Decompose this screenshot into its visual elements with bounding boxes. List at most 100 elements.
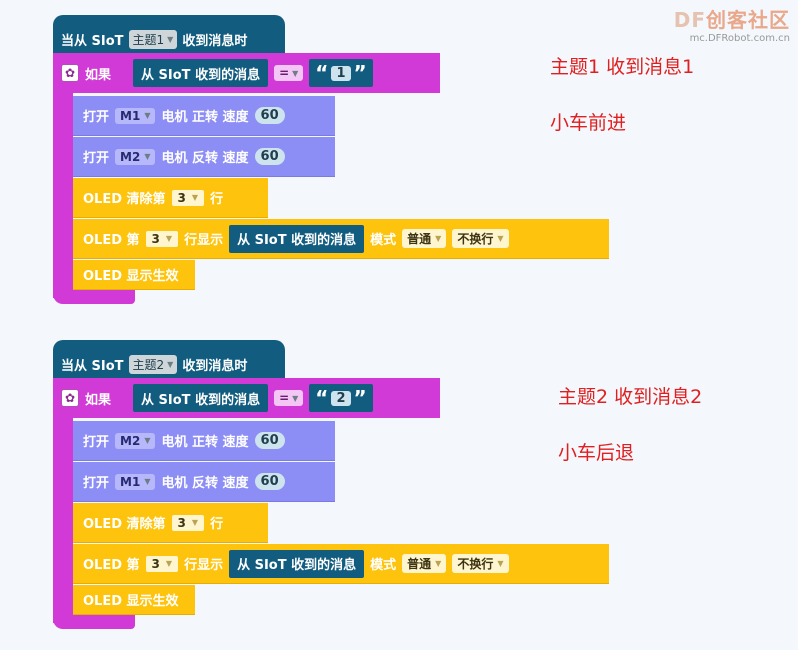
motor-desc: 电机 正转 速度 <box>161 435 249 450</box>
if-block-footer <box>53 288 135 304</box>
motor-block-2[interactable]: 打开 M1▼ 电机 反转 速度 60 <box>73 462 335 502</box>
logo-url: mc.DFRobot.com.cn <box>689 33 790 44</box>
speed-input[interactable]: 60 <box>254 107 285 124</box>
chevron-down-icon: ▼ <box>497 234 504 243</box>
gear-icon[interactable]: ✿ <box>61 64 79 82</box>
gear-icon[interactable]: ✿ <box>61 389 79 407</box>
mode-value: 普通 <box>407 232 432 246</box>
chevron-down-icon: ▼ <box>435 559 442 568</box>
if-label: 如果 <box>85 392 112 408</box>
logo-mark: DF <box>673 8 706 32</box>
annotation-topic: 主题1 收到消息1 <box>550 56 695 78</box>
operator-value: = <box>279 391 290 405</box>
string-block[interactable]: “ 1 ” <box>309 59 373 87</box>
if-block-body <box>53 53 73 298</box>
motor-open-label: 打开 <box>83 110 110 125</box>
line-value: 3 <box>151 556 160 571</box>
oled-clear-block[interactable]: OLED 清除第 3▼ 行 <box>73 503 268 543</box>
siot-message-block[interactable]: 从 SIoT 收到的消息 <box>229 549 365 578</box>
motor-dropdown[interactable]: M1▼ <box>115 107 156 124</box>
line-value: 3 <box>151 231 160 246</box>
event-block-receive-message[interactable]: 当从 SIoT 主题1▼ 收到消息时 <box>53 25 285 53</box>
mode-value: 普通 <box>407 557 432 571</box>
chevron-down-icon: ▼ <box>144 152 151 161</box>
chevron-down-icon: ▼ <box>165 559 173 568</box>
chevron-down-icon: ▼ <box>191 518 199 527</box>
motor-dropdown[interactable]: M2▼ <box>115 432 156 449</box>
speed-input[interactable]: 60 <box>254 432 285 449</box>
line-value: 3 <box>177 515 186 530</box>
oled-clear-block[interactable]: OLED 清除第 3▼ 行 <box>73 178 268 218</box>
motor-block-1[interactable]: 打开 M1▼ 电机 正转 速度 60 <box>73 96 335 136</box>
mode-dropdown[interactable]: 普通▼ <box>402 554 447 573</box>
oled-effect-block[interactable]: OLED 显示生效 <box>73 260 195 290</box>
line-input[interactable]: 3▼ <box>145 555 179 572</box>
annotation-topic: 主题2 收到消息2 <box>558 386 703 408</box>
oled-effect-block[interactable]: OLED 显示生效 <box>73 585 195 615</box>
chevron-down-icon: ▼ <box>292 68 299 78</box>
siot-message-block[interactable]: 从 SIoT 收到的消息 <box>133 59 269 87</box>
chevron-down-icon: ▼ <box>165 234 173 243</box>
close-quote-icon: ” <box>353 386 367 410</box>
string-value[interactable]: 1 <box>331 65 351 81</box>
operator-dropdown[interactable]: =▼ <box>274 390 304 406</box>
dfrobot-logo: DF创客社区 mc.DFRobot.com.cn <box>674 4 790 44</box>
wrap-value: 不换行 <box>457 232 494 246</box>
motor-block-2[interactable]: 打开 M2▼ 电机 反转 速度 60 <box>73 137 335 177</box>
siot-message-block[interactable]: 从 SIoT 收到的消息 <box>133 384 269 412</box>
motor-dropdown[interactable]: M1▼ <box>115 473 156 490</box>
motor-block-1[interactable]: 打开 M2▼ 电机 正转 速度 60 <box>73 421 335 461</box>
string-value[interactable]: 2 <box>331 390 351 406</box>
oled-clear-suffix: 行 <box>210 517 224 532</box>
oled-show-block[interactable]: OLED 第 3▼ 行显示 从 SIoT 收到的消息 模式 普通▼ 不换行▼ <box>73 219 609 259</box>
topic-dropdown[interactable]: 主题1▼ <box>128 29 178 49</box>
line-value: 3 <box>177 190 186 205</box>
chevron-down-icon: ▼ <box>435 234 442 243</box>
mode-dropdown[interactable]: 普通▼ <box>402 229 447 248</box>
speed-input[interactable]: 60 <box>254 148 285 165</box>
siot-message-label: 从 SIoT 收到的消息 <box>141 392 261 408</box>
chevron-down-icon: ▼ <box>497 559 504 568</box>
motor-open-label: 打开 <box>83 435 110 450</box>
mode-label: 模式 <box>370 558 397 573</box>
hat-cap <box>53 340 285 350</box>
wrap-dropdown[interactable]: 不换行▼ <box>452 554 509 573</box>
operator-value: = <box>279 66 290 80</box>
oled-effect-label: OLED 显示生效 <box>83 594 179 609</box>
if-label: 如果 <box>85 67 112 83</box>
wrap-dropdown[interactable]: 不换行▼ <box>452 229 509 248</box>
line-input[interactable]: 3▼ <box>145 230 179 247</box>
open-quote-icon: “ <box>315 61 329 85</box>
siot-message-label: 从 SIoT 收到的消息 <box>237 558 357 573</box>
topic-dropdown[interactable]: 主题2▼ <box>128 354 178 374</box>
if-block[interactable]: ✿ 如果 从 SIoT 收到的消息 =▼ “ 1 ” <box>53 53 440 93</box>
chevron-down-icon: ▼ <box>144 111 151 120</box>
motor-dropdown[interactable]: M2▼ <box>115 148 156 165</box>
if-block-footer <box>53 613 135 629</box>
open-quote-icon: “ <box>315 386 329 410</box>
chevron-down-icon: ▼ <box>144 436 151 445</box>
event-suffix: 收到消息时 <box>182 358 248 374</box>
if-block[interactable]: ✿ 如果 从 SIoT 收到的消息 =▼ “ 2 ” <box>53 378 440 418</box>
chevron-down-icon: ▼ <box>191 193 199 202</box>
operator-dropdown[interactable]: =▼ <box>274 65 304 81</box>
close-quote-icon: ” <box>353 61 367 85</box>
motor-value: M2 <box>120 433 141 448</box>
chevron-down-icon: ▼ <box>167 359 174 369</box>
motor-open-label: 打开 <box>83 476 110 491</box>
siot-message-block[interactable]: 从 SIoT 收到的消息 <box>229 224 365 253</box>
event-block-receive-message[interactable]: 当从 SIoT 主题2▼ 收到消息时 <box>53 350 285 378</box>
siot-message-label: 从 SIoT 收到的消息 <box>141 67 261 83</box>
event-prefix: 当从 SIoT <box>61 33 124 49</box>
motor-open-label: 打开 <box>83 151 110 166</box>
line-input[interactable]: 3▼ <box>171 514 205 531</box>
topic-value: 主题1 <box>132 32 165 47</box>
oled-show-text: 行显示 <box>184 558 224 573</box>
speed-input[interactable]: 60 <box>254 473 285 490</box>
if-block-body <box>53 378 73 623</box>
string-block[interactable]: “ 2 ” <box>309 384 373 412</box>
motor-desc: 电机 反转 速度 <box>161 151 249 166</box>
oled-show-block[interactable]: OLED 第 3▼ 行显示 从 SIoT 收到的消息 模式 普通▼ 不换行▼ <box>73 544 609 584</box>
line-input[interactable]: 3▼ <box>171 189 205 206</box>
chevron-down-icon: ▼ <box>144 477 151 486</box>
